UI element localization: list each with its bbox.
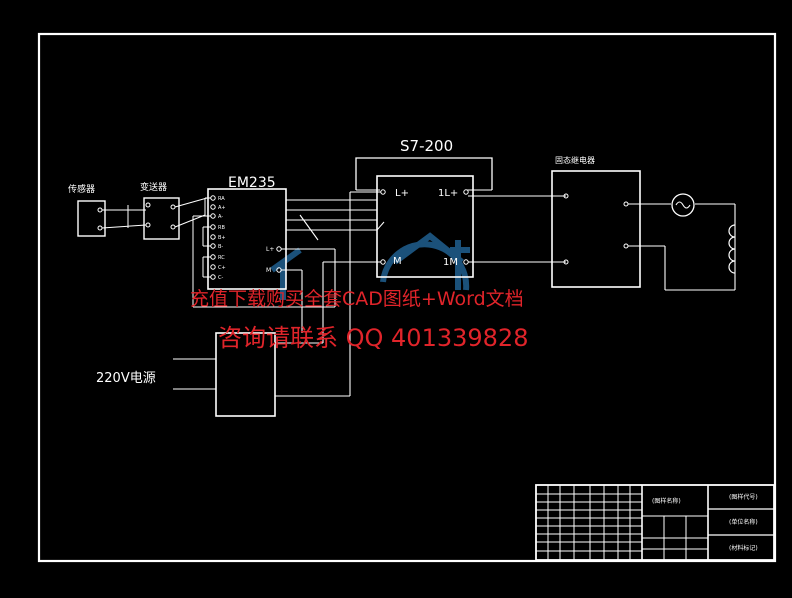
s7200-m-label: M — [393, 256, 402, 267]
power-label: 220V电源 — [96, 371, 156, 386]
em235-pin-label: C- — [218, 275, 223, 281]
watermark-line-2: 咨询请联系 QQ 401339828 — [218, 324, 529, 352]
power-supply-box — [215, 332, 276, 417]
transmitter-box — [143, 197, 180, 240]
relay-box — [551, 170, 641, 288]
em235-pin-circles — [210, 195, 216, 280]
em235-pin-label: A+ — [218, 205, 226, 211]
em235-pin-label: B- — [218, 244, 223, 250]
em235-label: EM235 — [228, 175, 276, 191]
transmitter-label: 变送器 — [140, 181, 167, 193]
title-block — [535, 484, 775, 561]
relay-label: 固态继电器 — [555, 155, 595, 165]
em235-pin-label: A- — [218, 214, 223, 220]
title-block-cell: (图样代号) — [729, 493, 758, 501]
s7200-box — [376, 175, 474, 278]
em235-out-l-label: L+ — [266, 246, 274, 253]
drawing-frame — [37, 32, 777, 563]
em235-pin-label: C+ — [218, 265, 226, 271]
ac-source-symbol — [671, 193, 695, 217]
s7200-lplus-label: L+ — [395, 188, 409, 199]
watermark-line-1: 充值下载购买全套CAD图纸+Word文档 — [190, 288, 524, 310]
title-block-cell: (材料标记) — [729, 544, 758, 552]
title-block-drawing-name: (图样名称) — [652, 497, 681, 505]
em235-pin-label: B+ — [218, 235, 226, 241]
em235-pin-label: RB — [218, 225, 225, 231]
sensor-box — [77, 200, 106, 237]
em235-pin-label: RC — [218, 255, 225, 261]
sensor-label: 传感器 — [68, 183, 95, 195]
logo-watermark — [270, 232, 470, 300]
em235-out-m-label: M — [266, 267, 271, 274]
s7200-label: S7-200 — [400, 137, 453, 155]
em235-box — [207, 188, 287, 290]
s7200-1lplus-label: 1L+ — [438, 188, 458, 199]
title-block-cell: (单位名称) — [729, 518, 758, 526]
s7200-1m-label: 1M — [443, 257, 458, 268]
em235-pin-label: RA — [218, 196, 225, 202]
heater-coil-symbol — [728, 224, 736, 274]
